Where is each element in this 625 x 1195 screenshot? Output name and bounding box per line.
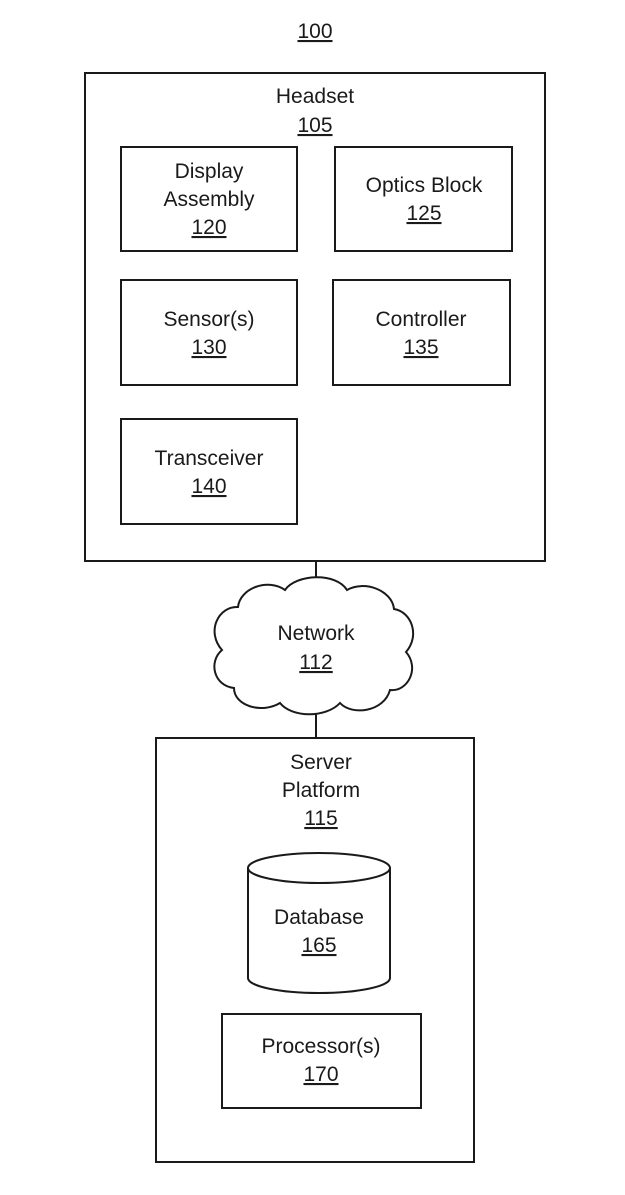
database-block: Database 165 (247, 852, 391, 994)
headset-block: Headset 105 Display Assembly 120 Optics … (84, 72, 546, 562)
sensors-box (120, 279, 298, 386)
optics-block-ref: 125 (406, 202, 441, 225)
processor-ref: 170 (303, 1063, 338, 1086)
server-platform-block: Server Platform 115 Database 165 Process… (155, 737, 475, 1163)
display-assembly-block: Display Assembly 120 (120, 146, 298, 252)
processor-block: Processor(s) 170 (221, 1013, 422, 1109)
database-ref: 165 (301, 934, 336, 957)
server-platform-ref: 115 (304, 807, 337, 830)
display-assembly-ref: 120 (191, 216, 226, 239)
optics-block-label: Optics Block (366, 174, 483, 197)
transceiver-ref: 140 (191, 475, 226, 498)
network-ref: 112 (299, 651, 332, 674)
display-assembly-label-line2: Assembly (163, 188, 255, 211)
transceiver-box (120, 418, 298, 525)
server-platform-label-line2: Platform (282, 779, 360, 802)
network-cloud: Network 112 (213, 576, 415, 716)
sensors-label: Sensor(s) (163, 308, 254, 331)
display-assembly-box (120, 146, 298, 252)
network-label: Network (277, 622, 355, 645)
transceiver-block: Transceiver 140 (120, 418, 298, 525)
display-assembly-label-line1: Display (175, 160, 244, 183)
database-label: Database (274, 906, 364, 929)
headset-label: Headset (276, 85, 354, 108)
server-platform-label-line1: Server (290, 751, 352, 774)
database-cylinder-top (247, 852, 391, 884)
processor-label: Processor(s) (261, 1035, 380, 1058)
optics-block-box (334, 146, 513, 252)
processor-box (221, 1013, 422, 1109)
controller-block: Controller 135 (332, 279, 511, 386)
network-cloud-shape (213, 576, 415, 716)
headset-ref: 105 (297, 114, 332, 137)
database-cylinder-body (247, 868, 391, 994)
sensors-ref: 130 (191, 336, 226, 359)
transceiver-label: Transceiver (155, 447, 264, 470)
controller-label: Controller (375, 308, 466, 331)
figure-ref: 100 (297, 20, 332, 43)
controller-box (332, 279, 511, 386)
optics-block-block: Optics Block 125 (334, 146, 513, 252)
sensors-block: Sensor(s) 130 (120, 279, 298, 386)
controller-ref: 135 (403, 336, 438, 359)
